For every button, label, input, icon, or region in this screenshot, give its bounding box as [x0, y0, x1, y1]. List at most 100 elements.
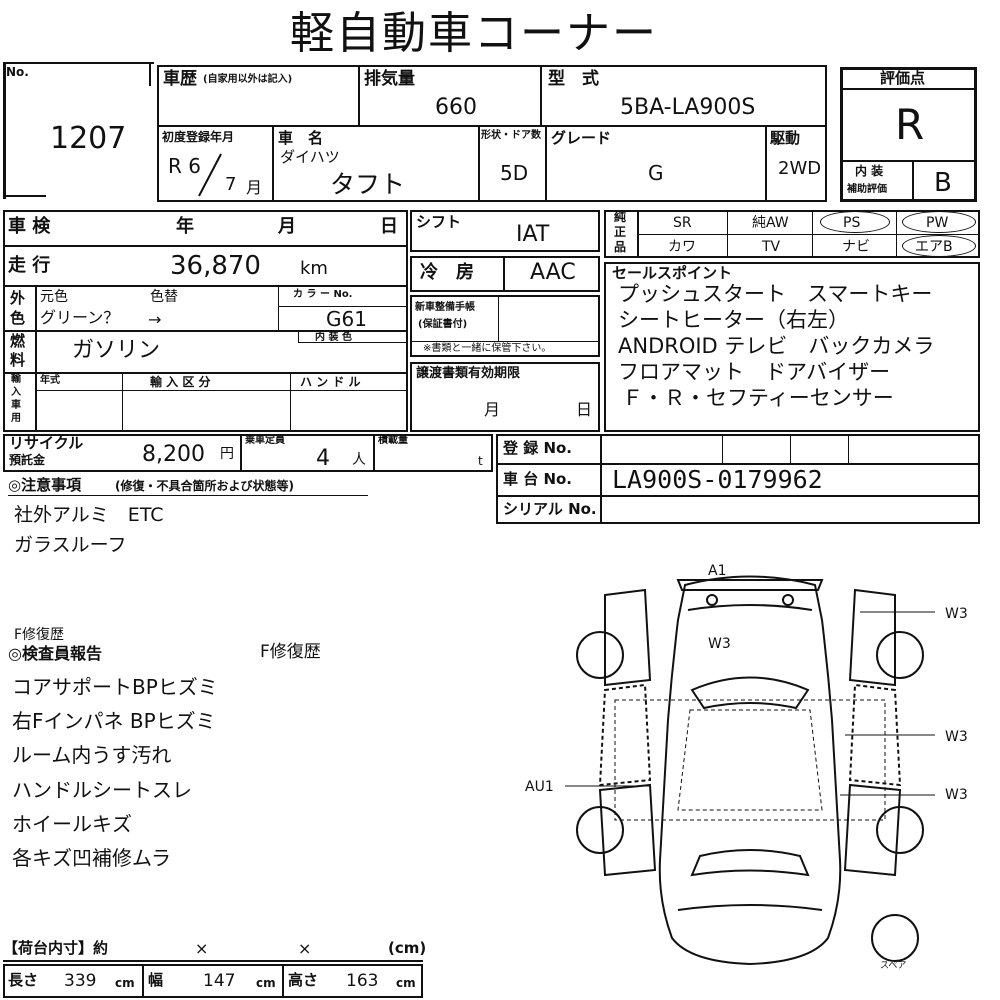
first-reg-slash — [198, 153, 222, 197]
recycle-label-1: リサイクル — [9, 434, 84, 452]
cargo-x1: × — [195, 939, 209, 958]
recycle-unit: 円 — [220, 446, 234, 462]
cargo-height-label: 高さ — [288, 971, 319, 989]
lot-box — [3, 62, 154, 199]
orig-color-label: 元色 — [40, 289, 68, 305]
car-body-outline — [658, 575, 842, 966]
equip-tv: TV — [762, 239, 781, 255]
shift-box — [410, 210, 600, 252]
warranty-label-1: 新車整備手帳 — [415, 302, 475, 313]
diagram-a1: A1 — [708, 563, 727, 579]
color-side-1: 外 — [10, 289, 26, 307]
cargo-length-label: 長さ — [8, 971, 39, 989]
displacement-label: 排気量 — [364, 69, 415, 89]
equip-leather: カワ — [668, 239, 696, 255]
equip-label-bot: 品 — [614, 240, 627, 254]
equip-label-top: 純 — [614, 210, 627, 224]
registration-grid — [496, 434, 980, 524]
warranty-box — [410, 295, 600, 357]
chassis-number: LA900S-0179962 — [612, 465, 823, 494]
inspector-side: F修復歴 — [260, 642, 321, 662]
model-label: 型 式 — [548, 69, 599, 89]
inspection-month-unit: 月 — [278, 216, 296, 237]
shift-label: シフト — [416, 213, 462, 231]
drive-value: 2WD — [778, 158, 822, 179]
car-name: タフト — [330, 170, 406, 199]
car-damage-diagram — [565, 575, 935, 966]
first-reg-year: R 6 — [168, 154, 201, 178]
warranty-note: ※書類と一緒に保管下さい。 — [423, 343, 552, 354]
history-note: (自家用以外は記入) — [203, 74, 293, 85]
load-label: 積載量 — [378, 435, 408, 446]
fuel-label-1: 燃 — [10, 332, 26, 350]
rating-label: 評価点 — [880, 69, 926, 87]
diagram-w3-roof: W3 — [708, 636, 731, 652]
sales-point-1: プッシュスタート スマートキー — [618, 282, 933, 306]
cargo-length: 339 — [64, 971, 97, 991]
aircon-label: 冷 房 — [420, 262, 474, 283]
sales-point-4: フロアマット ドアバイザー — [618, 360, 891, 384]
registration-label: 登 録 No. — [503, 439, 573, 457]
lot-number: 1207 — [50, 121, 127, 156]
inspector-label: ◎検査員報告 — [8, 644, 102, 663]
equip-airbag: エアB — [915, 239, 953, 255]
sales-points-box — [604, 262, 980, 432]
fuel-value: ガソリン — [72, 338, 161, 363]
transfer-label: 譲渡書類有効期限 — [416, 366, 521, 381]
import-side-1: 輸 — [11, 374, 21, 385]
load-unit: t — [478, 454, 483, 468]
first-reg-month-unit: 月 — [246, 178, 263, 197]
recycle-row — [3, 434, 493, 472]
cargo-x2: × — [298, 939, 312, 958]
mileage-value: 36,870 — [170, 251, 261, 281]
cargo-width-unit: cm — [256, 976, 276, 990]
capacity-unit: 人 — [352, 452, 366, 468]
left-details-grid — [3, 210, 408, 432]
transfer-day-unit: 日 — [576, 400, 593, 419]
note-1: 社外アルミ ETC — [14, 504, 164, 526]
repaint-label: 色替 — [150, 289, 178, 305]
grade-value: G — [648, 161, 664, 185]
recycle-value: 8,200 — [142, 442, 205, 467]
transfer-box — [410, 362, 600, 432]
cargo-width: 147 — [203, 971, 236, 991]
sales-point-3: ANDROID テレビ バックカメラ — [618, 334, 935, 358]
displacement-value: 660 — [435, 95, 477, 120]
color-side-2: 色 — [10, 309, 26, 327]
transfer-month-unit: 月 — [484, 400, 501, 419]
orig-color-value: グリーン？ — [40, 308, 120, 327]
equip-alloy: 純AW — [752, 215, 789, 231]
color-code-label: カ ラ ー No. — [293, 289, 353, 300]
cargo-height-unit: cm — [396, 976, 416, 990]
shift-value: IAT — [516, 222, 550, 247]
car-name-label: 車 名 — [278, 129, 324, 147]
vehicle-info-grid — [157, 65, 827, 202]
import-side-2: 入 — [11, 387, 21, 398]
interior-score: B — [934, 168, 952, 198]
color-code-value: G61 — [326, 307, 367, 331]
import-handle-label: ハ ン ド ル — [300, 375, 361, 389]
interior-color-label: 内 装 色 — [315, 332, 352, 343]
import-side-3: 車 — [11, 400, 21, 411]
diagram-w3-2: W3 — [945, 729, 968, 745]
inspector-line-1: コアサポートBPヒズミ — [12, 675, 218, 699]
inspection-label: 車 検 — [8, 216, 51, 237]
cargo-label: 【荷台内寸】約 — [3, 939, 109, 957]
first-reg-label: 初度登録年月 — [162, 130, 235, 144]
cargo-unit: (cm) — [388, 939, 427, 957]
history-label: 車歴 — [163, 69, 197, 89]
equip-ps: PS — [843, 215, 861, 231]
inspection-year-unit: 年 — [176, 216, 194, 237]
doors-label: 形状・ドア数 — [481, 130, 541, 141]
page-title: 軽自動車コーナー — [290, 8, 658, 59]
inspector-line-3: ルーム内うす汚れ — [12, 743, 172, 767]
car-maker: ダイハツ — [280, 148, 340, 166]
inspector-line-4: ハンドルシートスレ — [12, 778, 192, 802]
interior-label-2: 補助評価 — [847, 184, 887, 195]
equip-sr: SR — [673, 215, 692, 231]
serial-label: シリアル No. — [503, 500, 597, 518]
fuel-label-2: 料 — [10, 351, 26, 369]
lot-label: No. — [6, 65, 29, 79]
aircon-box — [410, 256, 600, 292]
rating-value: R — [895, 100, 925, 149]
